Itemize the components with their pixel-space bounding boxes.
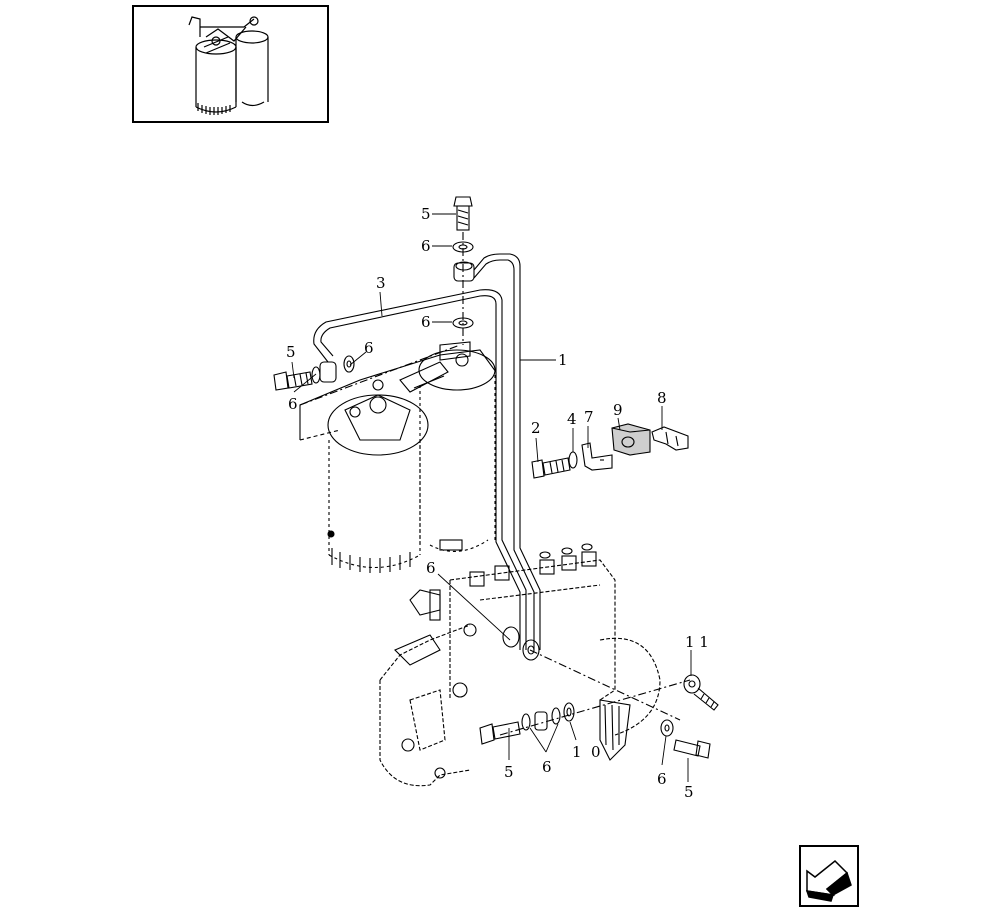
callout-6-a: 6	[421, 237, 431, 255]
washer-4[interactable]	[568, 451, 578, 469]
sealing-washers-pump-lower[interactable]	[521, 702, 575, 731]
clip-8[interactable]	[651, 426, 689, 451]
callout-5-left: 5	[286, 343, 296, 361]
fuel-filter-thumbnail-icon	[188, 16, 269, 115]
clip-7[interactable]	[581, 442, 613, 471]
overview-thumbnail[interactable]	[132, 5, 329, 123]
banjo-fitting-pump-upper[interactable]	[502, 626, 540, 661]
callout-6-e: 6	[426, 559, 436, 577]
banjo-union-11[interactable]	[683, 674, 719, 711]
sealing-washer-right[interactable]	[660, 719, 674, 737]
injection-pump[interactable]	[379, 543, 661, 787]
banjo-fitting-left[interactable]	[319, 361, 337, 383]
bolt-2[interactable]	[531, 457, 571, 479]
callout-5-right: 5	[684, 783, 694, 801]
callout-2: 2	[531, 419, 541, 437]
banjo-bolt-right[interactable]	[673, 739, 711, 759]
callout-4: 4	[567, 410, 577, 428]
banjo-bolt-pump-lower[interactable]	[479, 721, 521, 745]
back-navigation-button[interactable]	[799, 845, 859, 907]
callout-6-f: 6	[542, 758, 552, 776]
callout-6-c: 6	[364, 339, 374, 357]
callout-6-b: 6	[421, 313, 431, 331]
sealing-washer-left-b[interactable]	[343, 355, 355, 373]
sealing-washer-left-a[interactable]	[311, 366, 321, 384]
callout-0: 0	[591, 743, 601, 761]
callout-1-pipe: 1	[558, 351, 568, 369]
fuel-pipe-1[interactable]	[473, 253, 541, 650]
callout-6-g: 6	[657, 770, 667, 788]
banjo-fitting-top[interactable]	[453, 261, 475, 282]
callout-6-d: 6	[288, 395, 298, 413]
fuel-pipe-3[interactable]	[313, 289, 527, 650]
arrow-back-icon	[805, 859, 852, 902]
callout-8: 8	[657, 389, 667, 407]
callout-1-bottom: 1	[572, 743, 582, 761]
callout-11: 1 1	[685, 633, 709, 651]
callout-9: 9	[613, 401, 623, 419]
callout-5-bottom: 5	[504, 763, 514, 781]
banjo-bolt-left[interactable]	[273, 371, 313, 391]
callout-3: 3	[376, 274, 386, 292]
callout-5-top: 5	[421, 205, 431, 223]
callout-7: 7	[584, 408, 594, 426]
clamp-9[interactable]	[611, 423, 651, 456]
fuel-filter-assembly[interactable]	[299, 341, 497, 573]
banjo-bolt-top[interactable]	[453, 196, 473, 231]
